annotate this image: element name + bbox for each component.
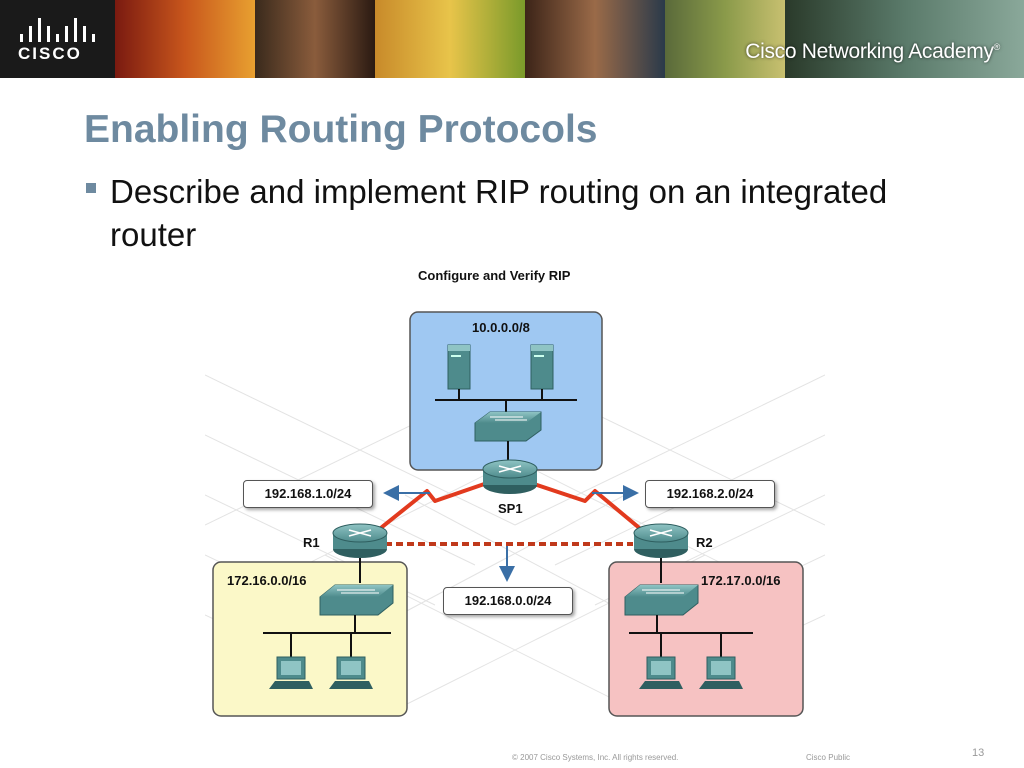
subnet-label-r1-r2: 192.168.0.0/24	[443, 587, 573, 615]
network-label-left: 172.16.0.0/16	[227, 573, 307, 588]
router-label-r2: R2	[696, 535, 713, 550]
serial-link-sp1-r1	[375, 479, 494, 533]
router-icon-r1	[332, 523, 388, 558]
footer-classification: Cisco Public	[806, 753, 851, 762]
cisco-logo-text: CISCO	[18, 44, 82, 63]
router-label-sp1: SP1	[498, 501, 523, 516]
cisco-logo: CISCO	[0, 0, 115, 78]
bullet-text: Describe and implement RIP routing on an…	[110, 173, 888, 253]
network-label-top: 10.0.0.0/8	[472, 320, 530, 335]
switch-icon	[319, 584, 394, 616]
pc-icon	[639, 656, 683, 689]
pc-icon	[699, 656, 743, 689]
subnet-label-sp1-r1: 192.168.1.0/24	[243, 480, 373, 508]
switch-icon	[474, 411, 542, 442]
diagram-canvas	[205, 311, 825, 717]
network-diagram: Configure and Verify RIP 10.0.0.0/8 172.…	[205, 265, 825, 725]
diagram-title: Configure and Verify RIP	[418, 268, 571, 283]
zone-top	[409, 311, 603, 471]
slide-title: Enabling Routing Protocols	[84, 108, 598, 151]
cisco-logo-bars-icon	[20, 18, 98, 42]
trademark-mark: ®	[993, 42, 1001, 52]
footer-copyright: © 2007 Cisco Systems, Inc. All rights re…	[512, 753, 679, 762]
bullet-square-icon	[86, 183, 96, 193]
academy-title-name: Networking Academy	[801, 40, 994, 63]
header-photo-collage	[115, 0, 1024, 78]
network-label-right: 172.17.0.0/16	[701, 573, 781, 588]
academy-title-cisco: Cisco	[745, 40, 797, 63]
academy-title: Cisco Networking Academy®	[745, 40, 1000, 64]
router-icon-r2	[633, 523, 689, 558]
server-icon	[447, 344, 471, 390]
serial-link-sp1-r2	[524, 479, 645, 533]
pc-icon	[329, 656, 373, 689]
header-banner: CISCO Cisco Networking Academy®	[0, 0, 1024, 78]
subnet-label-sp1-r2: 192.168.2.0/24	[645, 480, 775, 508]
pc-icon	[269, 656, 313, 689]
switch-icon	[624, 584, 699, 616]
router-label-r1: R1	[303, 535, 320, 550]
page-number: 13	[972, 747, 985, 759]
server-icon	[530, 344, 554, 390]
router-icon-sp1	[482, 459, 538, 494]
